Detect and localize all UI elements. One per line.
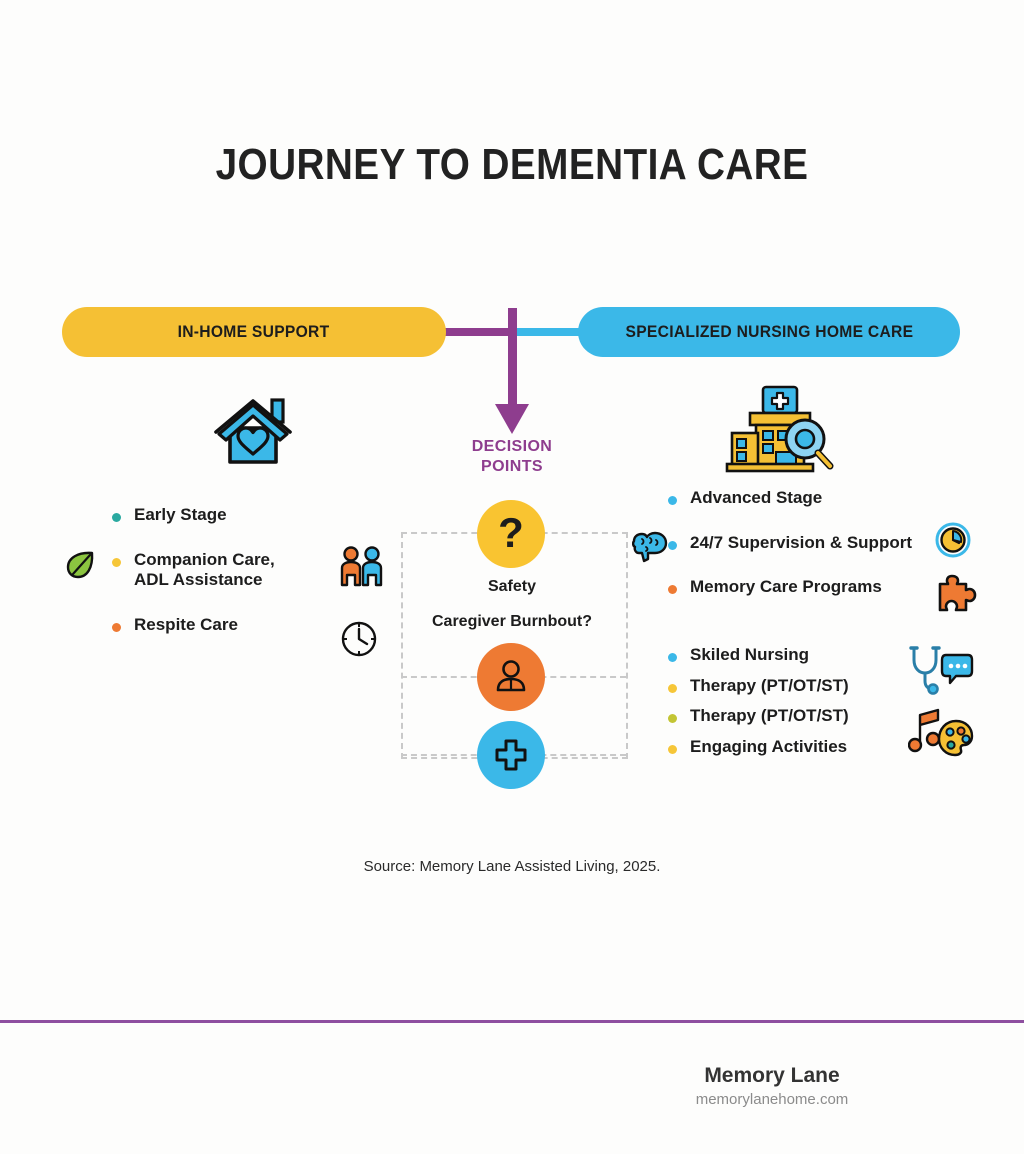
bullet-icon xyxy=(668,745,677,755)
puzzle-piece-icon xyxy=(936,573,980,620)
list-item-label: Engaging Activities xyxy=(690,737,848,757)
house-heart-icon xyxy=(210,392,296,475)
list-item[interactable]: Therapy (PT/OT/ST) xyxy=(668,706,988,727)
bullet-icon xyxy=(112,557,121,567)
bullet-icon xyxy=(668,496,677,505)
question-mark-label: ? xyxy=(498,509,524,556)
footer-divider xyxy=(0,1020,1024,1023)
list-item[interactable]: Respite Care xyxy=(112,615,412,636)
branch-label-left: IN-HOME SUPPORT xyxy=(178,322,330,341)
decision-burnout-label: Caregiver Burnbout? xyxy=(431,613,592,630)
in-home-support-list: Early Stage Companion Care, ADL Assistan… xyxy=(112,505,412,660)
brain-icon xyxy=(631,530,668,569)
list-item-label: Early Stage xyxy=(134,505,227,524)
nursing-home-list-bottom: Skiled Nursing Therapy (PT/OT/ST) Therap… xyxy=(668,645,988,768)
person-icon xyxy=(496,660,526,692)
bullet-icon xyxy=(668,714,677,724)
list-item-label: Skiled Nursing xyxy=(690,645,810,664)
branch-header-in-home-support[interactable]: IN-HOME SUPPORT xyxy=(62,307,446,357)
list-item-label: Respite Care xyxy=(134,615,238,635)
list-item-label: Companion Care, ADL Assistance xyxy=(134,549,275,590)
list-item[interactable]: Early Stage xyxy=(112,505,412,526)
two-people-icon xyxy=(338,545,386,596)
clock-icon xyxy=(934,521,972,564)
caregiver-person-badge[interactable] xyxy=(477,643,545,711)
source-note: Source: Memory Lane Assisted Living, 202… xyxy=(363,858,661,875)
list-item-label: Memory Care Programs xyxy=(690,577,882,597)
bullet-icon xyxy=(668,653,677,662)
music-palette-icon xyxy=(907,705,974,762)
decision-label-line1: DECISION xyxy=(471,438,553,455)
branch-header-nursing-home-care[interactable]: SPECIALIZED NURSING HOME CARE xyxy=(578,307,960,357)
list-item[interactable]: Skiled Nursing xyxy=(668,645,988,666)
stethoscope-chat-icon xyxy=(908,645,974,700)
list-item-label: 24/7 Supervision & Support xyxy=(690,532,912,552)
list-item-label: Therapy (PT/OT/ST) xyxy=(690,706,849,726)
brand-name: Memory Lane xyxy=(704,1064,840,1087)
bullet-icon xyxy=(668,683,677,693)
decision-safety-label: Safety xyxy=(487,578,537,595)
clock-icon xyxy=(340,620,378,663)
page-title: JOURNEY TO DEMENTIA CARE xyxy=(215,140,809,189)
footer: Memory Lane memorylanehome.com xyxy=(642,1064,902,1108)
leaf-icon xyxy=(64,550,96,585)
connector-right-line xyxy=(512,328,592,336)
bullet-icon xyxy=(668,540,677,550)
list-item[interactable]: 24/7 Supervision & Support xyxy=(668,533,988,554)
list-item[interactable]: Engaging Activities xyxy=(668,737,988,758)
list-item-label: Advanced Stage xyxy=(690,488,823,507)
brand-website: memorylanehome.com xyxy=(695,1091,849,1108)
connector-vertical-stem xyxy=(508,308,517,408)
decision-points-label: DECISION POINTS xyxy=(412,437,612,478)
list-item-label: Therapy (PT/OT/ST) xyxy=(690,675,849,695)
list-item[interactable]: Memory Care Programs xyxy=(668,577,988,598)
branch-label-right: SPECIALIZED NURSING HOME CARE xyxy=(625,322,913,341)
hospital-search-icon xyxy=(722,384,837,481)
connector-left-line xyxy=(430,328,520,336)
connector-arrowhead-icon xyxy=(495,404,529,434)
list-item[interactable]: Therapy (PT/OT/ST) xyxy=(668,676,988,697)
decision-label-line2: POINTS xyxy=(481,458,543,476)
list-item[interactable]: Advanced Stage xyxy=(668,488,988,509)
bullet-icon xyxy=(112,623,121,633)
list-item[interactable]: Companion Care, ADL Assistance xyxy=(112,550,412,591)
bullet-icon xyxy=(112,513,121,522)
plus-cross-icon xyxy=(495,739,527,771)
nursing-home-list-top: Advanced Stage 24/7 Supervision & Suppor… xyxy=(668,488,988,622)
question-mark-badge[interactable]: ? xyxy=(477,500,545,568)
bullet-icon xyxy=(668,585,677,595)
medical-plus-badge[interactable] xyxy=(477,721,545,789)
